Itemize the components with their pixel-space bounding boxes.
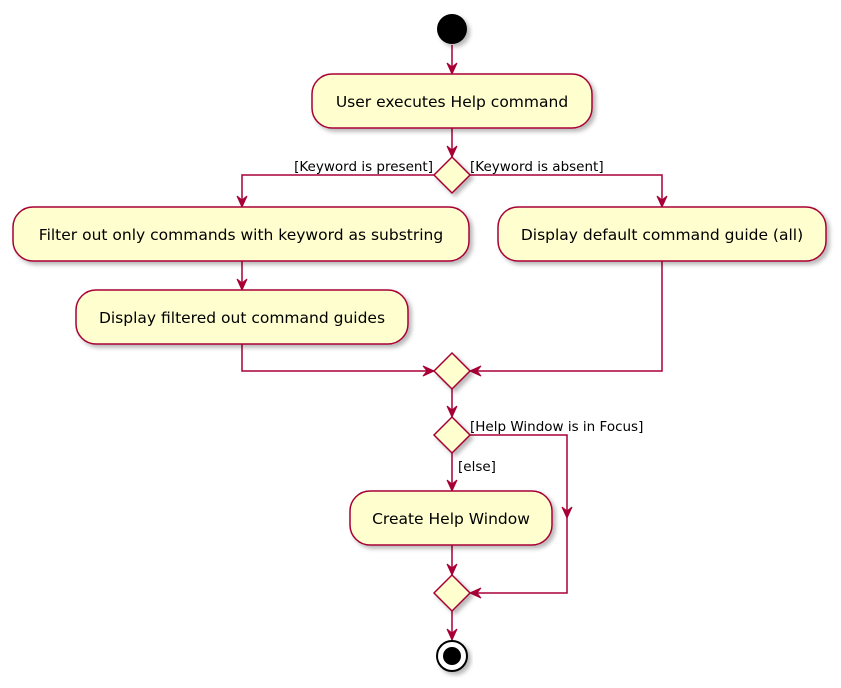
action-user-executes-help: User executes Help command	[311, 73, 593, 129]
edge-decision-to-default-guide	[470, 174, 663, 207]
edge-default-guide-to-merge	[470, 261, 663, 372]
arrowhead-bypass-down	[561, 506, 573, 520]
arrowhead-merge-left	[422, 365, 436, 377]
merge-keyword-diamond	[432, 351, 472, 391]
arrowhead-create	[446, 479, 458, 493]
arrowhead-merge-right	[468, 365, 482, 377]
action-display-filtered-guides: Display filtered out command guides	[75, 289, 409, 345]
decision-keyword-diamond	[432, 155, 472, 195]
arrowhead-decision	[446, 145, 458, 159]
arrowheads	[236, 62, 668, 642]
arrowhead-display-filtered	[236, 278, 248, 292]
arrowhead-decision-focus	[446, 405, 458, 419]
arrowhead-filter	[236, 195, 248, 209]
arrowhead-merge2	[446, 563, 458, 577]
edge-decision-to-filter	[241, 174, 434, 207]
merge-focus-diamond	[432, 573, 472, 613]
guard-help-window-in-focus: [Help Window is in Focus]	[470, 419, 643, 435]
guard-keyword-absent: [Keyword is absent]	[470, 159, 604, 175]
action-filter-commands: Filter out only commands with keyword as…	[12, 206, 470, 262]
start-node	[437, 14, 467, 44]
action-display-default-guide: Display default command guide (all)	[497, 206, 827, 262]
guard-else: [else]	[458, 459, 496, 475]
arrowhead-user-executes	[446, 62, 458, 76]
edge-display-filtered-to-merge	[241, 344, 434, 372]
decision-focus-diamond	[432, 415, 472, 455]
action-label: Filter out only commands with keyword as…	[39, 226, 443, 244]
arrowhead-end	[446, 628, 458, 642]
arrowhead-merge2-right	[468, 587, 482, 599]
action-label: Display default command guide (all)	[521, 226, 803, 244]
flow-edges	[241, 45, 663, 640]
action-create-help-window: Create Help Window	[349, 490, 553, 546]
end-node	[436, 640, 468, 672]
arrowhead-default-guide	[656, 195, 668, 209]
action-label: Create Help Window	[372, 510, 530, 528]
guard-keyword-present: [Keyword is present]	[294, 159, 433, 175]
action-label: Display filtered out command guides	[99, 309, 385, 327]
action-label: User executes Help command	[336, 93, 568, 111]
